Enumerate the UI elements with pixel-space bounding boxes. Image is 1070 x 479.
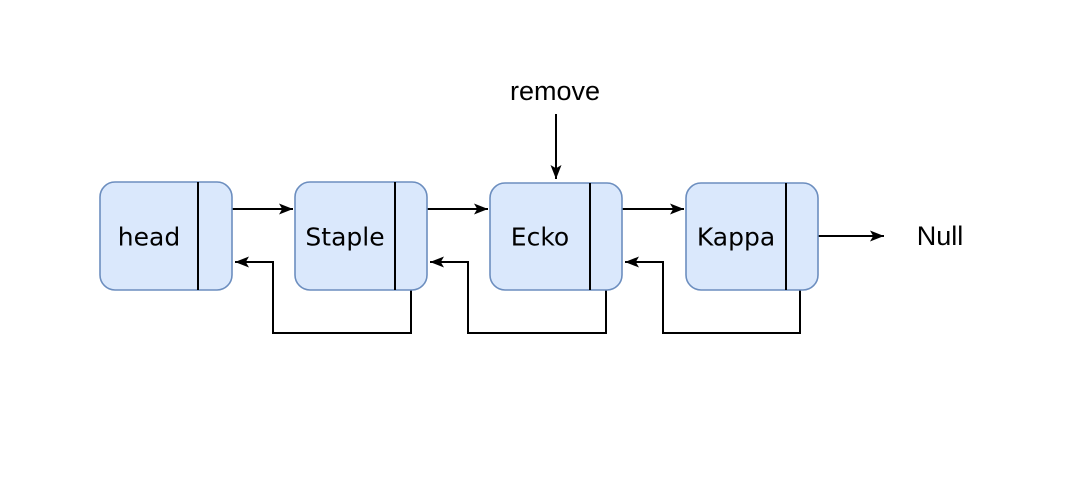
edge-prev-kappa-to-ecko (625, 256, 801, 334)
remove-annotation-label: remove (510, 76, 600, 106)
list-node-head: head (99, 181, 233, 291)
null-terminator-label: Null (917, 221, 964, 251)
edge-prev-ecko-to-staple (430, 256, 607, 334)
list-node-staple: Staple (294, 181, 428, 291)
node-staple-label: Staple (305, 223, 384, 252)
list-node-ecko: Ecko (489, 182, 623, 291)
node-kappa-label: Kappa (697, 223, 775, 252)
node-head-label: head (118, 223, 180, 252)
edge-prev-staple-to-head (235, 256, 412, 334)
list-node-kappa: Kappa (685, 182, 819, 291)
node-ecko-label: Ecko (511, 223, 569, 252)
